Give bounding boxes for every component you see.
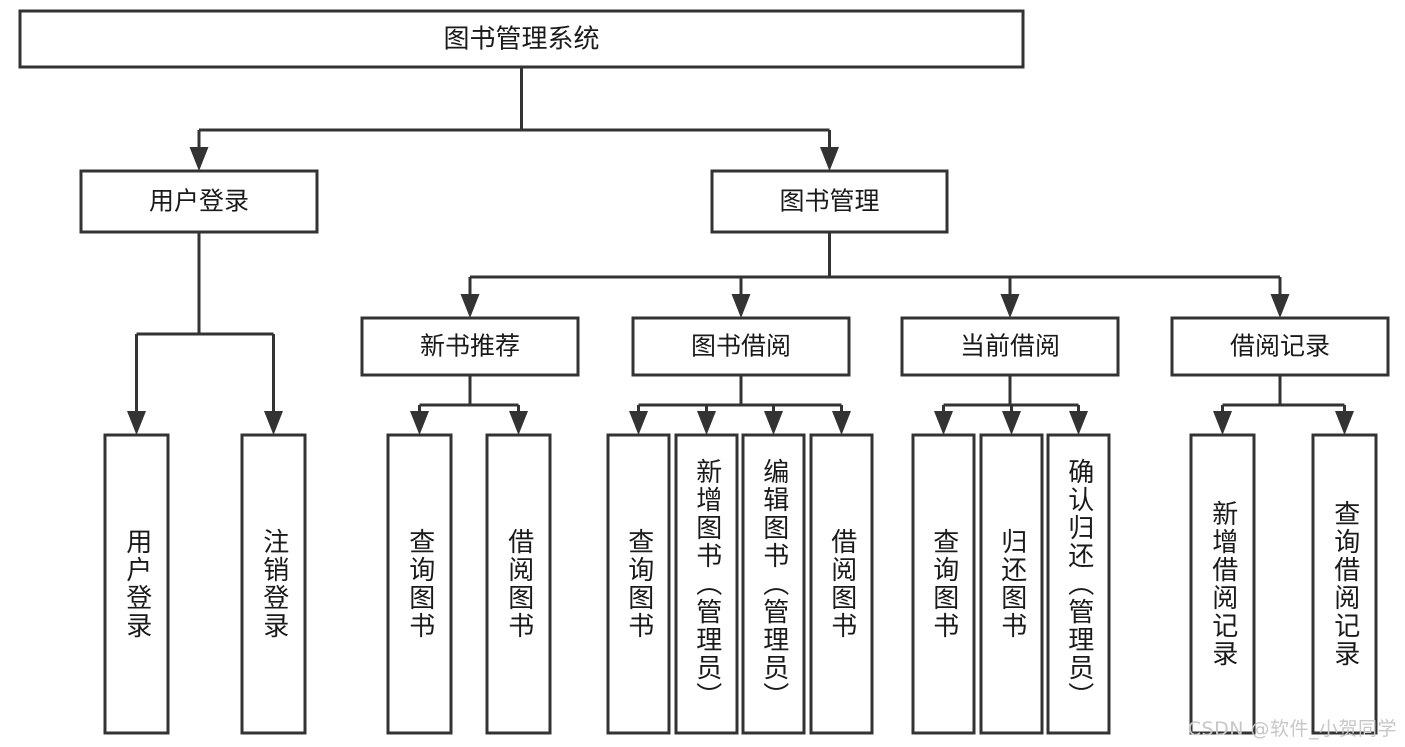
connector-bookmgmt-to-level3 [460,232,1290,318]
connector-bb-to-leaves [629,375,851,435]
leaf-nbr-query-book-box[interactable] [386,433,453,735]
node-root-box[interactable] [18,9,1025,69]
node-new-book-recommend-box[interactable] [360,316,580,377]
leaf-leaf-user-logout-box[interactable] [240,433,307,735]
connector-br-to-leaves [1213,375,1354,435]
leaf-nbr-borrow-book-box[interactable] [485,433,552,735]
node-new-book-recommend-label: 新书推荐 [420,332,520,361]
node-current-borrow-label: 当前借阅 [960,332,1060,361]
connectors-layer [127,67,1354,435]
leaf-cb-query-book-box[interactable] [911,433,976,735]
node-book-borrow-label: 图书借阅 [691,332,791,361]
csdn-watermark: CSDN @软件_小贺同学 [1187,718,1397,740]
leaf-br-query-record-box[interactable] [1311,433,1378,735]
node-user-login-label: 用户登录 [149,187,249,216]
node-current-borrow-box[interactable] [900,316,1120,377]
leaf-cb-return-book-box[interactable] [979,433,1044,735]
node-borrow-record-label: 借阅记录 [1230,332,1330,361]
connector-userlogin-to-leaves [127,232,283,435]
leaf-bb-add-book-box[interactable] [674,433,739,735]
node-book-borrow-box[interactable] [631,316,851,377]
node-user-login-box[interactable] [79,169,319,234]
leaf-cb-confirm-return-box[interactable] [1046,433,1111,735]
node-root-label: 图书管理系统 [443,25,599,55]
leaf-bb-borrow-book-box[interactable] [809,433,874,735]
node-boxes-layer [18,9,1390,735]
node-book-management-label: 图书管理 [779,187,879,216]
connector-cb-to-leaves [934,375,1088,435]
leaf-leaf-user-login-box[interactable] [103,433,170,735]
node-book-management-box[interactable] [710,169,949,234]
leaf-bb-query-book-box[interactable] [606,433,671,735]
connector-nbr-to-leaves [410,375,528,435]
node-borrow-record-box[interactable] [1170,316,1390,377]
connector-root-to-level2 [189,67,839,171]
leaf-bb-edit-book-box[interactable] [741,433,806,735]
leaf-br-add-record-box[interactable] [1189,433,1256,735]
